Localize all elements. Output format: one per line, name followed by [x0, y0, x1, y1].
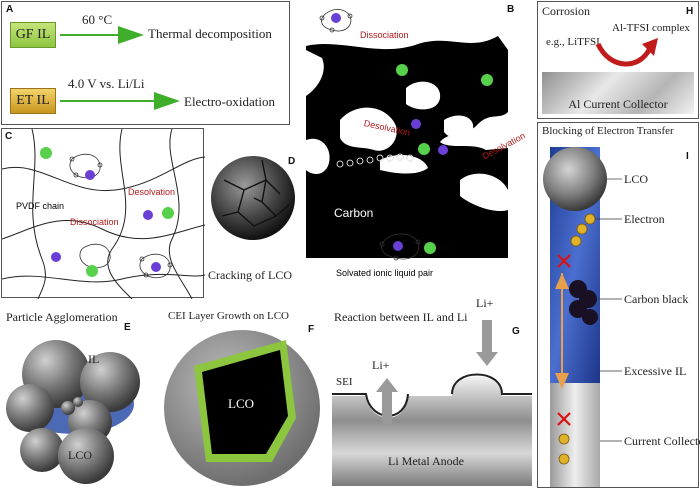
arrow-green-2: [60, 92, 180, 110]
lco-label-e: LCO: [68, 448, 92, 462]
li-metal-anode-label: Li Metal Anode: [388, 454, 464, 468]
blocking-electron-title: Blocking of Electron Transfer: [542, 125, 674, 137]
panel-d-letter: D: [288, 156, 296, 167]
gf-il-label: GF IL: [15, 27, 51, 42]
panel-d: D Cracking of LCO: [208, 150, 300, 300]
panel-g: Reaction between IL and Li G Li+ Li+ SEI…: [326, 296, 534, 488]
gf-il-badge: GF IL: [10, 22, 56, 48]
et-il-label: ET IL: [16, 93, 50, 108]
condition-voltage: 4.0 V vs. Li/Li: [68, 76, 145, 91]
panel-e: Particle Agglomeration E IL LCO: [2, 308, 152, 488]
reaction-il-li-title: Reaction between IL and Li: [334, 310, 468, 324]
panel-a-letter: A: [6, 4, 14, 15]
condition-temperature: 60 °C: [82, 12, 113, 27]
pvdf-network: [2, 129, 205, 299]
desolvation-c-label: Desolvation: [128, 187, 176, 197]
dissociation-label: Dissociation: [360, 30, 409, 40]
panel-i: Blocking of Electron Transfer I: [537, 122, 700, 488]
dissociation-c-label: Dissociation: [70, 217, 119, 227]
thermal-decomposition-label: Thermal decomposition: [148, 26, 272, 41]
lco-label-f: LCO: [228, 396, 254, 411]
litfsi-label: e.g., LiTFSI: [546, 36, 600, 48]
cracked-lco-sphere: [211, 156, 295, 240]
panel-c-letter: C: [5, 131, 13, 142]
panel-f: CEI Layer Growth on LCO F LCO: [158, 308, 324, 488]
particle-agglomeration-title: Particle Agglomeration: [6, 310, 118, 324]
carbon-black-label: Carbon black: [624, 292, 689, 306]
panel-h: Corrosion H Al-TFSI complex e.g., LiTFSI…: [537, 1, 699, 119]
panel-b: B: [300, 0, 532, 296]
al-current-collector: Al Current Collector: [542, 72, 694, 114]
panel-b-letter: B: [507, 4, 515, 15]
panel-a: A GF IL 60 °C Thermal decomposition ET I…: [1, 1, 290, 125]
electron-label: Electron: [624, 212, 665, 226]
et-il-badge: ET IL: [10, 88, 56, 114]
il-label-e: IL: [88, 352, 100, 366]
corrosion-arrow: [595, 38, 658, 67]
panel-h-letter: H: [686, 6, 694, 17]
cei-growth-title: CEI Layer Growth on LCO: [168, 310, 289, 322]
panel-i-letter: I: [686, 151, 689, 162]
pvdf-chain-label: PVDF chain: [16, 201, 65, 211]
sei-label: SEI: [336, 376, 353, 388]
carbon-network: [306, 9, 508, 261]
excessive-il-label: Excessive IL: [624, 364, 687, 378]
current-collector-label: Current Collector: [624, 434, 700, 448]
li-anode-diagram: [332, 320, 532, 486]
li-plus-mid: Li+: [372, 358, 390, 372]
electro-oxidation-label: Electro-oxidation: [184, 94, 275, 109]
panel-f-letter: F: [308, 324, 315, 335]
corrosion-title: Corrosion: [542, 4, 590, 18]
al-tfsi-complex-label: Al-TFSI complex: [612, 22, 690, 34]
agglomerated-particles: [6, 340, 140, 484]
panel-c: C PVDF chain Desolvation Dissociation: [1, 128, 205, 299]
solvated-pair-caption: Solvated ionic liquid pair: [336, 268, 434, 278]
al-current-collector-label: Al Current Collector: [568, 97, 668, 111]
panel-g-letter: G: [512, 326, 520, 337]
panel-e-letter: E: [124, 322, 131, 333]
li-plus-top: Li+: [476, 296, 494, 310]
electron-blocking-diagram: [543, 147, 622, 487]
arrow-green-1: [60, 26, 144, 44]
lco-label-i: LCO: [624, 172, 648, 186]
cei-coated-lco: [164, 330, 320, 486]
carbon-label: Carbon: [334, 206, 374, 220]
cracking-lco-caption: Cracking of LCO: [208, 268, 292, 282]
